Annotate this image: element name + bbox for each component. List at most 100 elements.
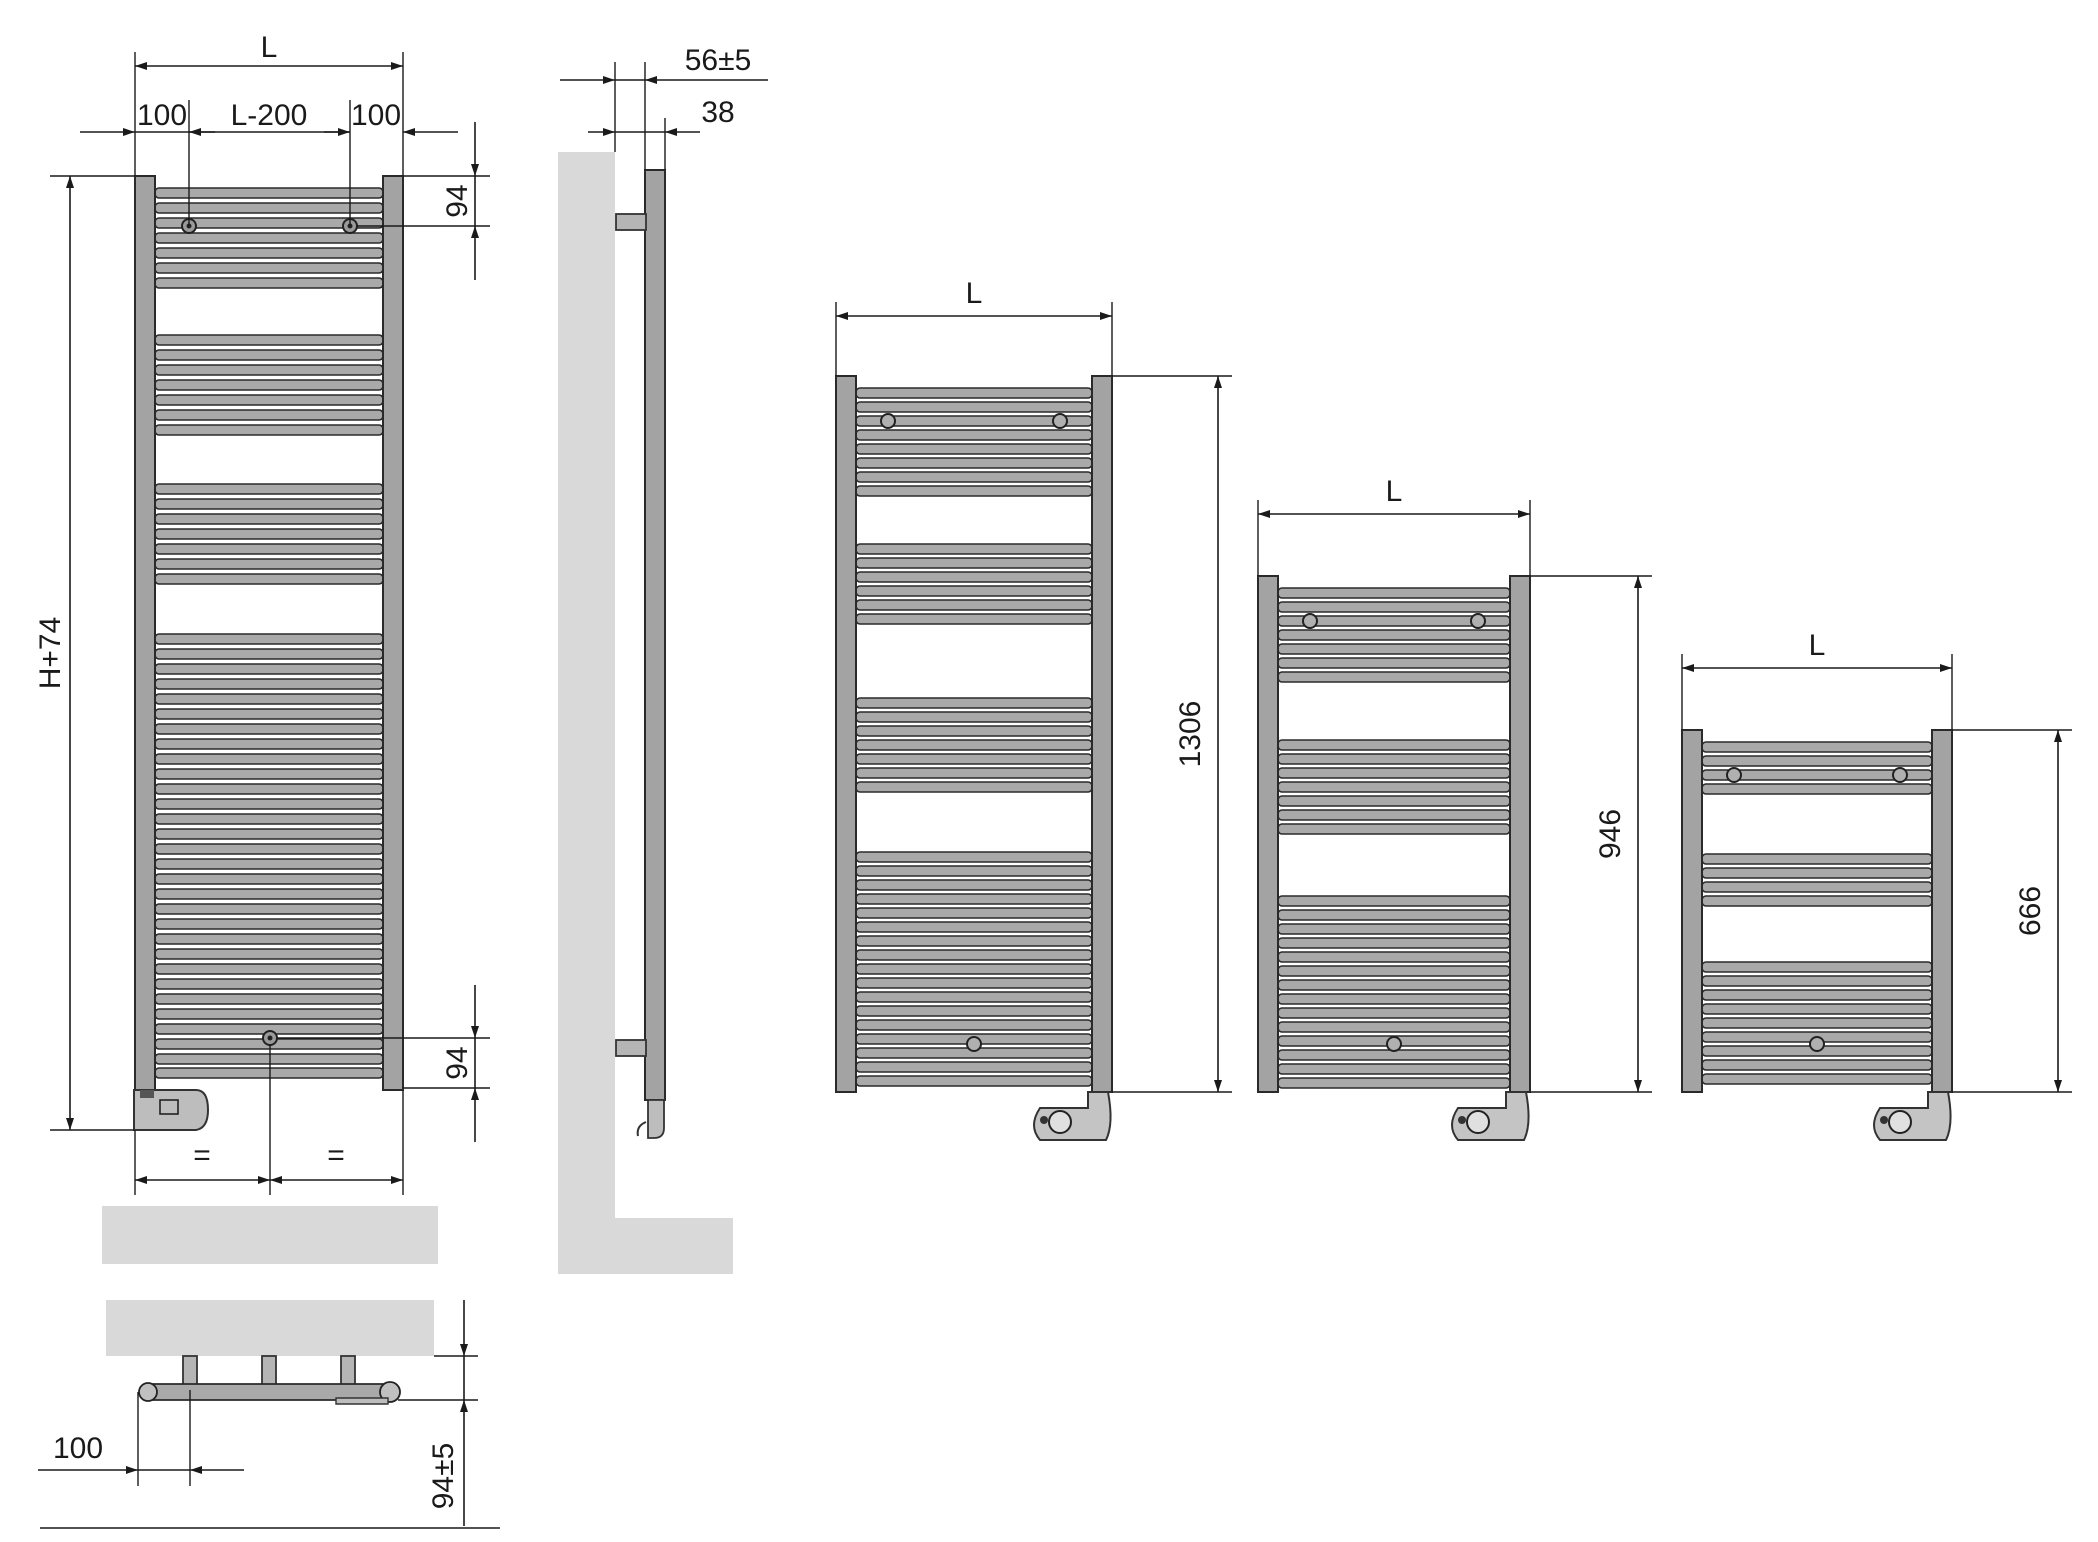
- variant-bar: [1701, 975, 1933, 987]
- variant-right-column: [1091, 375, 1113, 1093]
- front-bar: [154, 334, 384, 346]
- variant-bar: [1277, 979, 1511, 991]
- front-bar: [154, 678, 384, 690]
- variant-bar: [855, 571, 1093, 583]
- side-cable-icon: [636, 1121, 647, 1137]
- front-bar: [154, 978, 384, 990]
- variant-bar: [855, 865, 1093, 877]
- variant-bar: [855, 935, 1093, 947]
- bottom-tube-right-cap: [379, 1381, 401, 1403]
- variant-bar: [855, 725, 1093, 737]
- variant-height-label: 666: [2014, 886, 2047, 936]
- front-bar: [154, 783, 384, 795]
- front-bar: [154, 933, 384, 945]
- front-width-label: L: [261, 31, 278, 64]
- variant-bar: [1701, 895, 1933, 907]
- front-left-offset-label: 100: [137, 99, 187, 132]
- variant-bar: [1277, 1007, 1511, 1019]
- side-tube-label: 38: [701, 96, 734, 129]
- variant-bar: [1277, 767, 1511, 779]
- variant-thermostat-knob-icon: [1048, 1110, 1072, 1134]
- variant-bar: [1701, 1059, 1933, 1071]
- bottom-view: 100 94±5: [38, 1300, 500, 1529]
- front-bar: [154, 873, 384, 885]
- variant-bar: [1277, 965, 1511, 977]
- front-bar: [154, 528, 384, 540]
- variant-bar: [1277, 601, 1511, 613]
- bottom-tube-left-cap: [138, 1382, 158, 1402]
- variant-bar: [1277, 1021, 1511, 1033]
- side-tube: [644, 169, 666, 1101]
- front-equal-left-label: =: [193, 1139, 211, 1172]
- variant-bar: [1701, 1003, 1933, 1015]
- front-towel-bars: [154, 187, 384, 1079]
- front-bar: [154, 888, 384, 900]
- bottom-depth-label: 94±5: [427, 1443, 460, 1510]
- heating-element-plug-icon: [140, 1090, 154, 1098]
- variant-bar: [1277, 993, 1511, 1005]
- variant-heating-element: [1451, 1091, 1530, 1141]
- variant-right-column: [1931, 729, 1953, 1093]
- side-heating-element: [647, 1099, 665, 1139]
- front-bar: [154, 828, 384, 840]
- front-bar: [154, 379, 384, 391]
- front-bar: [154, 693, 384, 705]
- front-bar: [154, 948, 384, 960]
- variant-bar: [855, 543, 1093, 555]
- variant-bar: [1701, 741, 1933, 753]
- variant-bar: [855, 401, 1093, 413]
- variant-bar: [1701, 881, 1933, 893]
- variant-bar: [1701, 989, 1933, 1001]
- variant-bar: [855, 907, 1093, 919]
- front-middle-label: L-200: [231, 99, 308, 132]
- front-equal-right-label: =: [327, 1139, 345, 1172]
- variant-bar: [1277, 671, 1511, 683]
- bottom-heater-cable: [335, 1397, 389, 1405]
- variant-bar: [855, 949, 1093, 961]
- front-bar: [154, 798, 384, 810]
- front-bar: [154, 394, 384, 406]
- front-bar: [154, 409, 384, 421]
- front-bar: [154, 843, 384, 855]
- front-bar: [154, 424, 384, 436]
- front-bar: [154, 1008, 384, 1020]
- variant-bar: [1277, 823, 1511, 835]
- variant-bar: [1701, 1073, 1933, 1085]
- variant-connection-point: [880, 413, 896, 429]
- variant-left-column: [835, 375, 857, 1093]
- variant-bar: [855, 443, 1093, 455]
- front-bar: [154, 663, 384, 675]
- front-bar: [154, 232, 384, 244]
- bottom-connection-center: [267, 1035, 273, 1041]
- variant-bar: [1277, 895, 1511, 907]
- front-bar: [154, 648, 384, 660]
- variant-bar: [855, 753, 1093, 765]
- front-bar: [154, 708, 384, 720]
- variant-connection-point: [1809, 1036, 1825, 1052]
- variant-bar: [855, 1061, 1093, 1073]
- variant-bar: [855, 991, 1093, 1003]
- front-bar: [154, 498, 384, 510]
- variant-bar: [855, 585, 1093, 597]
- variant-bar: [855, 711, 1093, 723]
- variant-bar: [1277, 809, 1511, 821]
- side-depth-label: 56±5: [685, 44, 752, 77]
- front-bar: [154, 903, 384, 915]
- variant-bar: [1277, 739, 1511, 751]
- variant-bar: [855, 1075, 1093, 1087]
- variant-bar: [1277, 1077, 1511, 1089]
- variant-width-label: L: [1386, 475, 1403, 508]
- front-bar: [154, 573, 384, 585]
- variant-indicator-icon: [1880, 1116, 1888, 1124]
- variant-bar: [855, 781, 1093, 793]
- wall-strip: [102, 1206, 438, 1264]
- variant-left-column: [1681, 729, 1703, 1093]
- front-bar: [154, 633, 384, 645]
- variant-connection-point: [1470, 613, 1486, 629]
- variant-bar: [855, 599, 1093, 611]
- variant-width-label: L: [966, 277, 983, 310]
